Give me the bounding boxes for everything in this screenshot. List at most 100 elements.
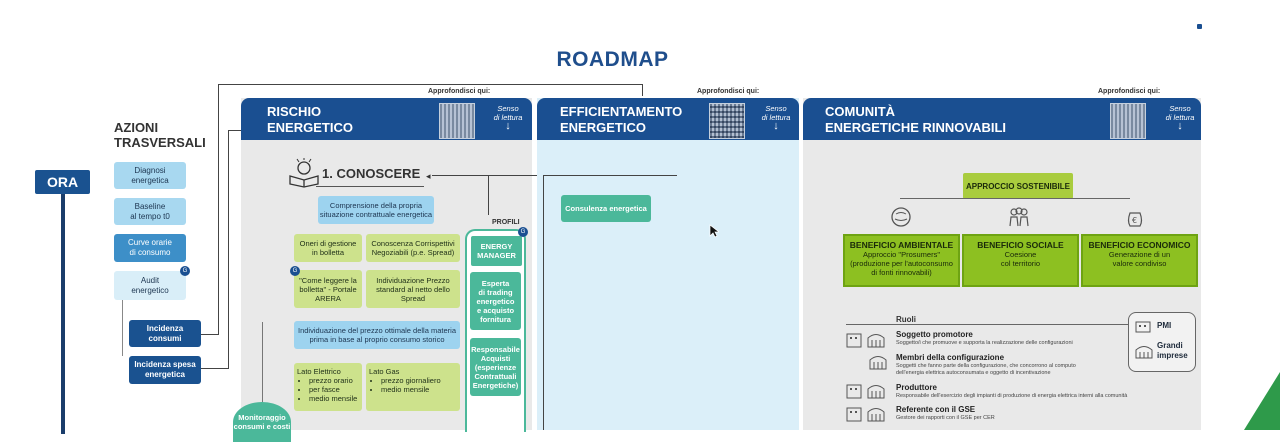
box-consulenza-energetica[interactable]: Consulenza energetica xyxy=(561,195,651,222)
ora-label: ORA xyxy=(35,170,90,194)
beneficio-title: BENEFICIO ECONOMICO xyxy=(1088,240,1191,250)
senso-label: Senso xyxy=(765,104,787,113)
panel-rischio-header: RISCHIO ENERGETICO Senso di lettura ↓ xyxy=(241,98,532,140)
panel-title-line: EFFICIENTAMENTO xyxy=(560,104,683,119)
info-badge-icon[interactable]: G xyxy=(180,266,190,276)
box-text: Spread xyxy=(400,293,426,303)
box-text: Individuazione del prezzo ottimale della… xyxy=(297,326,456,335)
building-icon xyxy=(846,381,888,404)
azione-label: energetica xyxy=(131,175,169,185)
profilo-responsabile-acquisti[interactable]: Responsabile Acquisti (esperienze Contra… xyxy=(470,338,521,396)
box-text: di trading xyxy=(478,287,513,297)
conoscere-underline xyxy=(316,186,424,187)
approfondisci-label: Approfondisci qui: xyxy=(428,88,491,95)
box-text: Acquisti xyxy=(480,353,511,363)
ruolo-desc: Soggetti che fanno parte della configura… xyxy=(896,363,1076,369)
building-icon xyxy=(846,330,888,353)
list-item: prezzo giornaliero xyxy=(381,376,441,385)
info-badge-icon[interactable]: G xyxy=(518,227,528,237)
senso-label: di lettura xyxy=(1165,113,1195,122)
legend-imprese: PMI Grandi imprese xyxy=(1128,312,1196,372)
senso-label: di lettura xyxy=(493,113,523,122)
box-text: Esperta xyxy=(481,278,510,288)
azioni-title-line1: AZIONI xyxy=(114,120,159,135)
ruolo-title: Soggetto promotore xyxy=(896,330,973,339)
azione-label: di consumo xyxy=(129,248,171,257)
beneficio-desc: Coesione xyxy=(1004,250,1037,259)
azione-label: Curve orarie xyxy=(127,238,172,247)
box-text: Energetiche) xyxy=(472,380,519,390)
conoscere-label: 1. CONOSCERE xyxy=(322,166,421,181)
panel-comunita-title: COMUNITÀ ENERGETICHE RINNOVABILI xyxy=(825,104,1006,136)
box-text: Negoziabili (p.e. Spread) xyxy=(371,248,455,257)
beneficio-sociale[interactable]: BENEFICIO SOCIALE Coesione col territori… xyxy=(962,234,1079,287)
list-item: medio mensile xyxy=(309,394,357,403)
qr-code-icon[interactable] xyxy=(709,103,745,139)
azioni-title-line2: TRASVERSALI xyxy=(114,135,206,150)
box-individuazione-ottimale[interactable]: Individuazione del prezzo ottimale della… xyxy=(294,321,460,349)
beneficio-ambientale[interactable]: BENEFICIO AMBIENTALE Approccio "Prosumer… xyxy=(843,234,960,287)
people-icon xyxy=(1007,206,1031,233)
box-text: (esperienze xyxy=(474,362,517,372)
beneficio-title: BENEFICIO AMBIENTALE xyxy=(849,240,954,250)
box-lato-gas[interactable]: Lato Gas prezzo giornaliero medio mensil… xyxy=(366,363,460,411)
grandi-label: imprese xyxy=(1157,351,1188,360)
connector-line xyxy=(200,368,229,369)
azione-label: Incidenza spesa xyxy=(134,360,196,369)
box-text: MANAGER xyxy=(477,251,516,260)
ruolo-title: Referente con il GSE xyxy=(896,405,976,414)
connector-line xyxy=(218,84,219,334)
approccio-sostenibile[interactable]: APPROCCIO SOSTENIBILE xyxy=(963,173,1073,199)
azione-label: Diagnosi xyxy=(134,165,166,175)
pmi-label: PMI xyxy=(1157,321,1172,330)
list-item: medio mensile xyxy=(381,385,441,394)
box-text: Responsabile xyxy=(471,344,520,354)
timeline xyxy=(61,194,65,434)
box-text: consumi e costi xyxy=(233,422,291,431)
connector-line xyxy=(218,84,643,85)
box-text: bolletta" - Portale xyxy=(299,284,357,294)
connector-line xyxy=(200,334,219,335)
azione-label: Baseline xyxy=(134,201,166,211)
building-icon xyxy=(846,404,888,427)
box-text: Oneri di gestione xyxy=(299,239,357,248)
connector-line xyxy=(228,130,242,131)
senso-lettura: Senso di lettura ↓ xyxy=(759,104,793,132)
qr-code-icon[interactable] xyxy=(439,103,475,139)
azione-label: energetico xyxy=(131,285,169,295)
panel-title-line: ENERGETICO xyxy=(267,120,353,135)
beneficio-economico[interactable]: BENEFICIO ECONOMICO Generazione di un va… xyxy=(1081,234,1198,287)
panel-title-line: ENERGETICO xyxy=(560,120,646,135)
beneficio-desc: (produzione per l'autoconsumo xyxy=(850,259,953,268)
box-text: prima in base al proprio consumo storico xyxy=(309,335,445,344)
grandi-imprese-label: Grandi imprese xyxy=(1157,341,1188,361)
qr-code-icon[interactable] xyxy=(1110,103,1146,139)
connector-line xyxy=(543,175,677,176)
box-text: in bolletta xyxy=(311,248,345,257)
ruolo-desc: dell'energia elettrica autoconsumata e o… xyxy=(896,370,1051,376)
profilo-esperta-trading[interactable]: Esperta di trading energetico e acquisto… xyxy=(470,272,521,330)
box-text: ARERA xyxy=(315,293,341,303)
beneficio-desc: Generazione di un xyxy=(1108,250,1171,259)
box-lato-elettrico[interactable]: Lato Elettrico prezzo orario per fasce m… xyxy=(294,363,362,411)
box-text: Comprensione della propria xyxy=(329,201,423,210)
connector-line xyxy=(488,175,489,215)
azione-label: al tempo t0 xyxy=(130,211,170,221)
info-badge-icon[interactable]: G xyxy=(290,266,300,276)
panel-title-line: ENERGETICHE RINNOVABILI xyxy=(825,120,1007,135)
panel-title-line: COMUNITÀ xyxy=(825,104,896,119)
azione-label: Audit xyxy=(140,275,160,285)
